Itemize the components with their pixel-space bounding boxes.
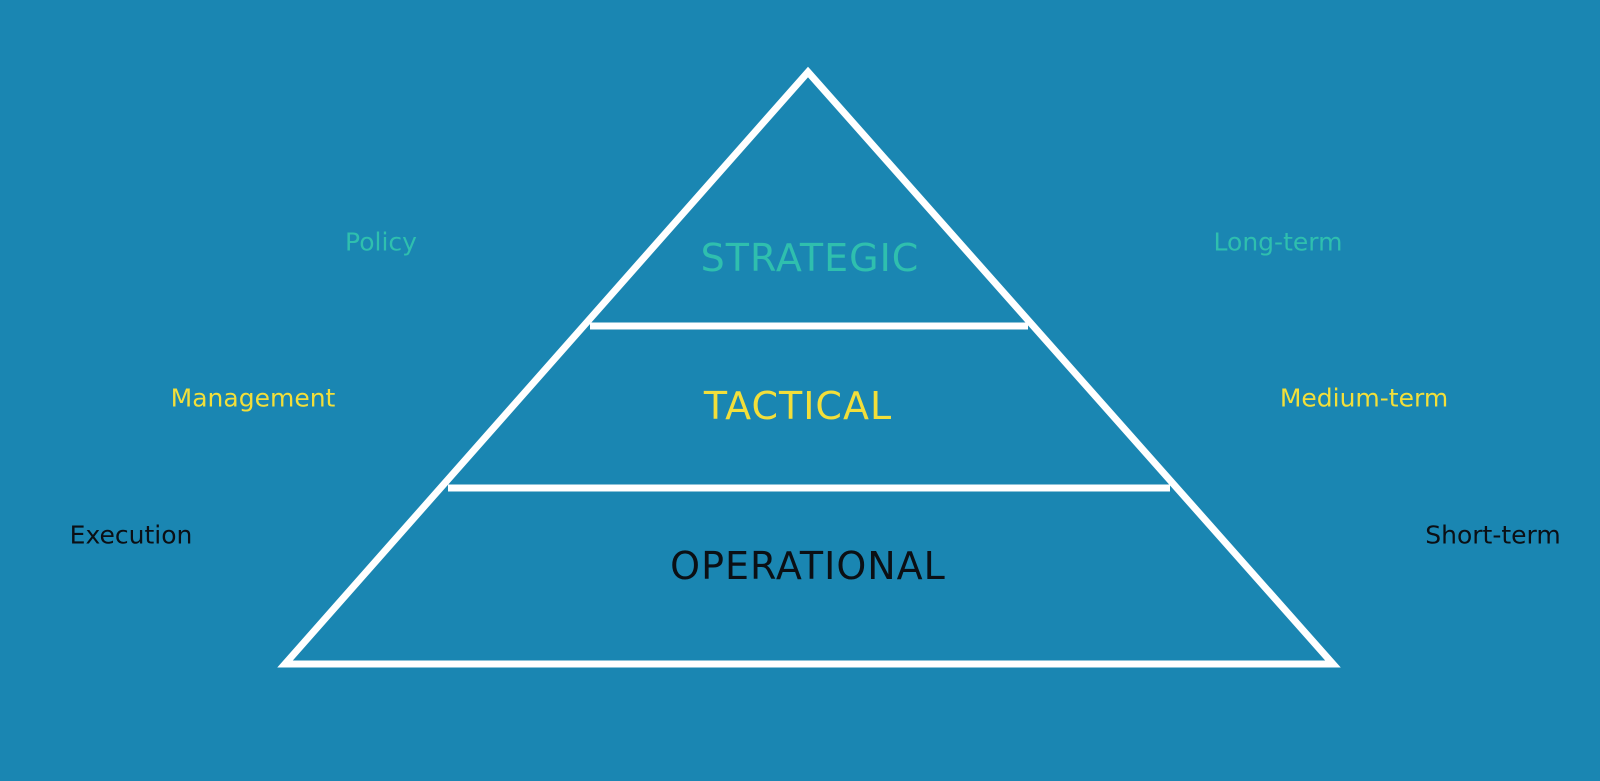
tier-label-tactical: TACTICAL bbox=[703, 384, 893, 428]
left-label-management: Management bbox=[170, 383, 336, 413]
pyramid-outline bbox=[277, 66, 1341, 668]
right-label-medium-term: Medium-term bbox=[1279, 383, 1449, 413]
left-label-policy: Policy bbox=[345, 227, 417, 257]
tier-label-strategic: STRATEGIC bbox=[700, 236, 920, 280]
right-label-short-term: Short-term bbox=[1425, 520, 1561, 550]
tier-label-operational: OPERATIONAL bbox=[670, 544, 946, 588]
left-label-execution: Execution bbox=[69, 520, 193, 550]
right-label-long-term: Long-term bbox=[1213, 227, 1343, 257]
